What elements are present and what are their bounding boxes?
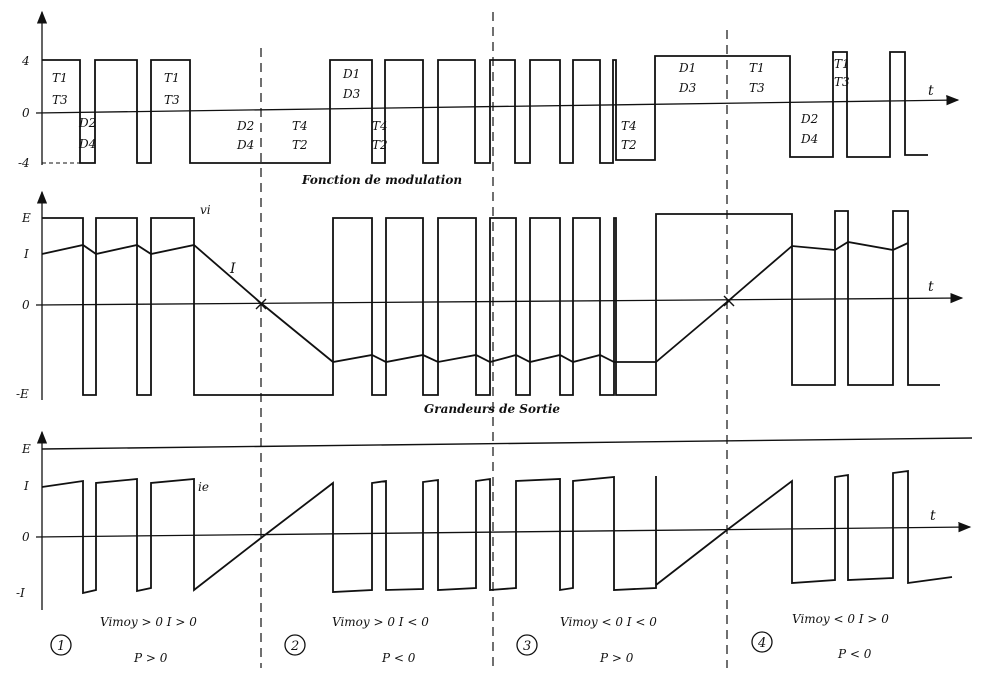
region-power: P < 0 bbox=[381, 651, 416, 665]
switch-label: T4 bbox=[292, 119, 308, 133]
switch-label: D4 bbox=[236, 138, 254, 152]
ie-waveform bbox=[41, 469, 953, 595]
switch-label: D1 bbox=[678, 61, 696, 75]
switch-label: T2 bbox=[372, 138, 388, 152]
region-condition: Vimoy < 0 I > 0 bbox=[792, 612, 889, 626]
switch-label: T1 bbox=[52, 71, 68, 85]
switch-label: T4 bbox=[372, 119, 388, 133]
switch-label: T2 bbox=[292, 138, 308, 152]
region-condition: Vimoy > 0 I < 0 bbox=[332, 615, 429, 629]
vi-label: vi bbox=[200, 203, 211, 217]
i-label: I bbox=[229, 261, 236, 277]
region-2: 2 Vimoy > 0 I < 0 P < 0 bbox=[284, 615, 429, 665]
region-power: P > 0 bbox=[599, 651, 634, 665]
switch-label: D2 bbox=[78, 116, 96, 130]
output-caption: Grandeurs de Sortie bbox=[424, 402, 560, 416]
panel3-t-label: t bbox=[930, 508, 936, 524]
panel2-t-axis bbox=[35, 292, 964, 306]
switch-label: D4 bbox=[78, 137, 96, 151]
panel1-t-label: t bbox=[928, 83, 934, 99]
switch-label: T4 bbox=[621, 119, 637, 133]
switch-label: T3 bbox=[52, 93, 68, 107]
region-number: 3 bbox=[523, 639, 531, 654]
zero-crossing-marks bbox=[255, 295, 735, 310]
panel3-t-axis bbox=[35, 521, 972, 538]
ie-label: ie bbox=[198, 480, 209, 494]
switch-label: D1 bbox=[342, 67, 360, 81]
panel3-tick-E: E bbox=[21, 442, 31, 456]
region-separators bbox=[260, 12, 728, 668]
panel2-t-label: t bbox=[928, 279, 934, 295]
panel-output-quantities: E I 0 -E t vi I Grandeurs de Sortie bbox=[16, 190, 964, 416]
switch-label: T2 bbox=[621, 138, 637, 152]
panel3-tick-0: 0 bbox=[22, 530, 30, 544]
panel2-tick-E: E bbox=[21, 211, 31, 225]
switch-label: D4 bbox=[800, 132, 818, 146]
switch-label: T3 bbox=[834, 75, 850, 89]
region-number: 2 bbox=[290, 639, 299, 654]
panel3-E-level-line bbox=[41, 437, 973, 450]
i-current-curve bbox=[41, 241, 909, 363]
switch-label: D3 bbox=[342, 87, 361, 101]
switch-label: D2 bbox=[236, 119, 254, 133]
panel2-tick-I: I bbox=[23, 247, 29, 261]
region-1: 1 Vimoy > 0 I > 0 P > 0 bbox=[50, 615, 197, 665]
switch-label: T3 bbox=[164, 93, 180, 107]
panel1-tick-minus4: -4 bbox=[18, 156, 30, 170]
region-number: 1 bbox=[57, 639, 65, 654]
modulation-caption: Fonction de modulation bbox=[301, 173, 462, 187]
panel-modulation: 4 0 -4 t Fonction de modulation T1 T3 D2… bbox=[18, 10, 960, 187]
switch-label: T1 bbox=[164, 71, 180, 85]
panel2-tick-minus-E: -E bbox=[16, 387, 29, 401]
vi-waveform bbox=[42, 210, 940, 396]
panel1-tick-4: 4 bbox=[21, 54, 30, 68]
switch-label: D2 bbox=[800, 112, 818, 126]
region-condition: Vimoy < 0 I < 0 bbox=[560, 615, 657, 629]
panel3-tick-minus-I: -I bbox=[16, 586, 25, 600]
panel-input-current: E I 0 -I t ie bbox=[16, 430, 973, 610]
region-power: P > 0 bbox=[133, 651, 168, 665]
switch-label: T1 bbox=[834, 57, 850, 71]
region-legends: 1 Vimoy > 0 I > 0 P > 0 2 Vimoy > 0 I < … bbox=[50, 612, 889, 665]
region-number: 4 bbox=[757, 636, 766, 651]
panel2-tick-0: 0 bbox=[22, 298, 30, 312]
panel3-tick-I: I bbox=[23, 479, 29, 493]
panel1-tick-0: 0 bbox=[22, 106, 30, 120]
region-power: P < 0 bbox=[837, 647, 872, 661]
modulation-waveform bbox=[42, 51, 928, 164]
region-4: 4 Vimoy < 0 I > 0 P < 0 bbox=[751, 612, 889, 661]
region-3: 3 Vimoy < 0 I < 0 P > 0 bbox=[516, 615, 657, 665]
switch-label: T1 bbox=[749, 61, 765, 75]
switch-label: D3 bbox=[678, 81, 697, 95]
region-condition: Vimoy > 0 I > 0 bbox=[100, 615, 197, 629]
switch-label: T3 bbox=[749, 81, 765, 95]
